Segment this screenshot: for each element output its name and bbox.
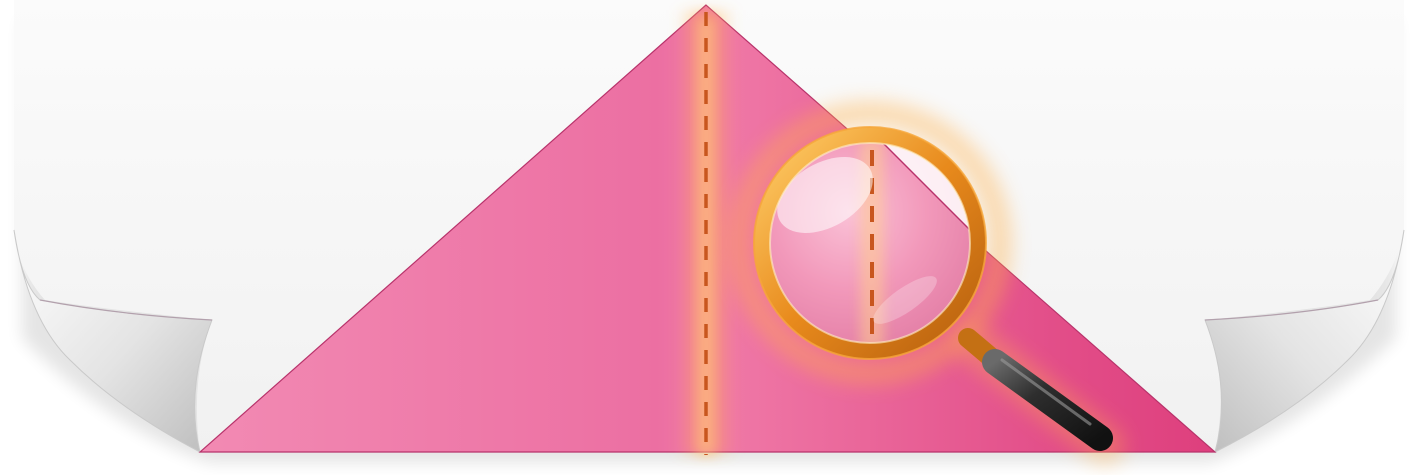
folded-paper-illustration bbox=[0, 0, 1418, 475]
illustration-canvas bbox=[0, 0, 1418, 475]
